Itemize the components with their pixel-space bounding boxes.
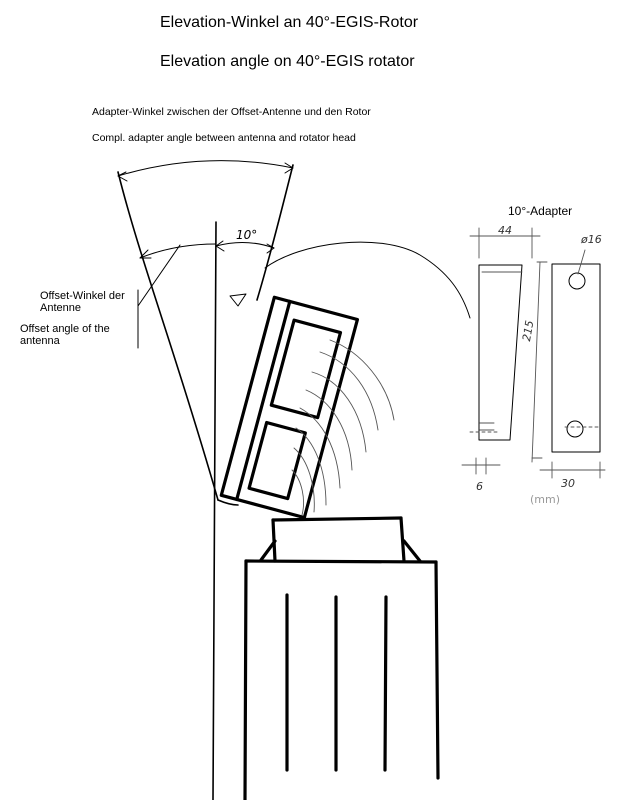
adapter-angle-caption-english: Compl. adapter angle between antenna and… [92,132,356,144]
adapter-angle-caption-german: Adapter-Winkel zwischen der Offset-Anten… [92,106,371,118]
adapter-angle-sector-right-edge [256,164,294,301]
adapter-side-view [469,264,523,441]
pointer-arrow-to-adapter [264,241,471,319]
pointer-arrow-head [229,293,247,307]
dim-top-width: 44 [498,224,512,237]
offset-antenna [219,295,360,520]
rotator-body [243,559,440,800]
title-english: Elevation angle on 40°-EGIS rotator [160,53,415,70]
adapter-angle-sector-bottom [217,499,239,506]
dim-bottom-width: 30 [561,477,575,490]
rotator-head [259,516,422,563]
adapter-angle-arc [117,160,294,177]
antenna-lower-window [247,420,307,501]
ten-degree-arrow-right [266,243,275,254]
offset-angle-arc [139,243,217,259]
offset-angle-label-english-line1: Offset angle of the [20,323,110,335]
offset-angle-label-german: Offset-Winkel der Antenne [40,290,125,314]
dim-bottom-thickness: 6 [476,480,483,493]
antenna-frame [219,295,360,520]
offset-angle-arrow [139,249,152,259]
adapter-angle-sector-left-edge [117,171,219,501]
vertical-reference-line [212,221,217,800]
offset-angle-leader [137,244,181,307]
adapter-angle-arrow-left [117,171,128,182]
antenna-reflector-edge [235,299,292,502]
antenna-upper-window [269,318,343,420]
offset-angle-label-english-line2: antenna [20,335,60,347]
adapter-angle-arrow-right [284,162,294,174]
adapter-dimension-lines [461,227,606,479]
dim-hole-diameter: ø16 [581,233,602,246]
title-german: Elevation-Winkel an 40°-EGIS-Rotor [160,14,419,31]
ten-degree-arc [215,242,275,249]
adapter-sketch-title: 10°-Adapter [508,204,573,218]
adapter-bottom-hole [566,420,584,438]
ten-degree-arrow-left [215,240,225,252]
adapter-front-view [551,263,601,453]
units-label: (mm) [530,493,561,506]
offset-angle-label-english: Offset angle of the antenna [20,323,110,347]
adapter-top-hole [568,272,586,290]
ten-degree-angle-label: 10° [236,228,258,242]
offset-angle-label-german-line1: Offset-Winkel der [40,290,125,302]
pencil-shading [291,339,395,516]
offset-angle-label-german-line2: Antenne [40,302,81,314]
